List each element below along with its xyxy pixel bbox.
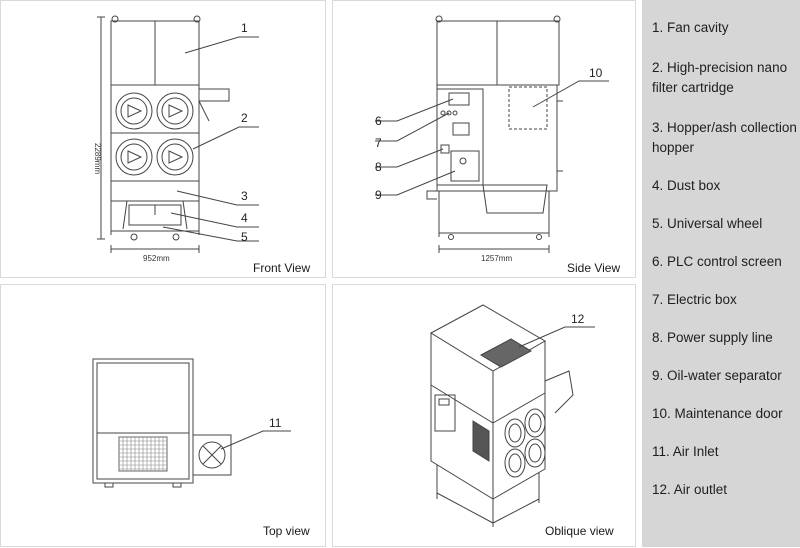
- callout-3: 3: [241, 189, 248, 203]
- top-vent-grid: [119, 437, 167, 471]
- legend-item: 5. Universal wheel: [652, 216, 763, 231]
- oblique-view-label: Oblique view: [545, 524, 614, 538]
- side-view-label: Side View: [567, 261, 621, 275]
- front-view-label: Front View: [253, 261, 311, 275]
- front-height-dimension: 2289mm: [93, 143, 102, 174]
- legend-item: 3. Hopper/ash collection hopper: [652, 120, 797, 155]
- side-width-dimension: 1257mm: [481, 254, 512, 263]
- oblique-view-drawing: 12: [429, 304, 595, 527]
- callout-10: 10: [589, 66, 603, 80]
- oblique-view-panel: 12 Oblique view: [332, 284, 636, 547]
- legend-item: 6. PLC control screen: [652, 254, 782, 269]
- legend-item: 2. High-precision nano filter cartridge: [652, 60, 788, 95]
- top-view-drawing: 11: [92, 358, 291, 488]
- callout-4: 4: [241, 211, 248, 225]
- front-view-drawing: 2289mm 952mm 1 2 3 4 5: [93, 15, 259, 263]
- callout-5: 5: [241, 230, 248, 244]
- legend-panel: 1. Fan cavity 2. High-precision nano fil…: [642, 0, 800, 547]
- callout-8: 8: [375, 160, 382, 174]
- top-view-panel: 11 Top view: [0, 284, 326, 547]
- callout-11: 11: [269, 416, 282, 430]
- callout-7: 7: [375, 136, 382, 150]
- front-width-dimension: 952mm: [143, 254, 170, 263]
- legend-item: 9. Oil-water separator: [652, 368, 782, 383]
- legend-item: 10. Maintenance door: [652, 406, 783, 421]
- callout-12: 12: [571, 312, 585, 326]
- top-view-label: Top view: [263, 524, 310, 538]
- callout-9: 9: [375, 188, 382, 202]
- callout-1: 1: [241, 21, 248, 35]
- legend-item: 4. Dust box: [652, 178, 721, 193]
- legend-item: 11. Air Inlet: [652, 444, 719, 459]
- callout-6: 6: [375, 114, 382, 128]
- side-view-panel: 1257mm 6 7 8 9 10 Side View: [332, 0, 636, 278]
- front-view-panel: 2289mm 952mm 1 2 3 4 5 Front View: [0, 0, 326, 278]
- callout-2: 2: [241, 111, 248, 125]
- legend-item: 7. Electric box: [652, 292, 737, 307]
- side-view-drawing: 1257mm 6 7 8 9 10: [375, 15, 609, 263]
- legend-item: 1. Fan cavity: [652, 20, 729, 35]
- legend-item: 8. Power supply line: [652, 330, 773, 345]
- legend-item: 12. Air outlet: [652, 482, 728, 497]
